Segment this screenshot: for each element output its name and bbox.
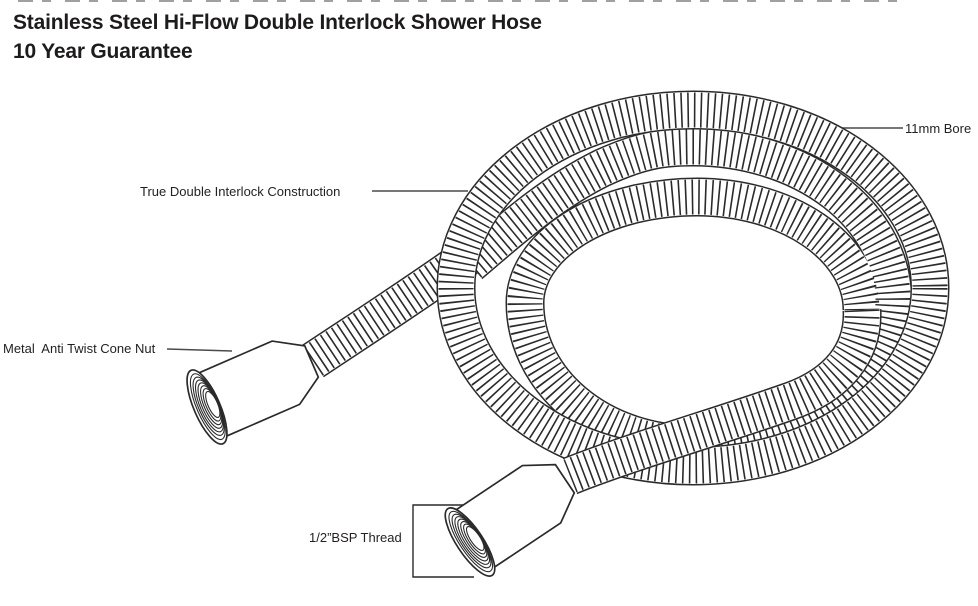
cropped-text-remnant xyxy=(18,0,908,2)
leader-line-cone-nut xyxy=(166,348,233,352)
page-title: Stainless Steel Hi-Flow Double Interlock… xyxy=(13,8,542,66)
hose-coil-outer-loop xyxy=(436,90,950,486)
title-line-1: Stainless Steel Hi-Flow Double Interlock… xyxy=(13,11,542,34)
label-construction: True Double Interlock Construction xyxy=(140,184,341,199)
label-bsp-thread: 1/2”BSP Thread xyxy=(309,530,402,545)
bsp-thread-bracket xyxy=(412,504,498,578)
label-cone-nut: Metal Anti Twist Cone Nut xyxy=(3,341,156,356)
title-line-2: 10 Year Guarantee xyxy=(13,40,193,63)
label-bore: 11mm Bore xyxy=(905,121,972,136)
bsp-thread-fitting xyxy=(436,444,588,584)
